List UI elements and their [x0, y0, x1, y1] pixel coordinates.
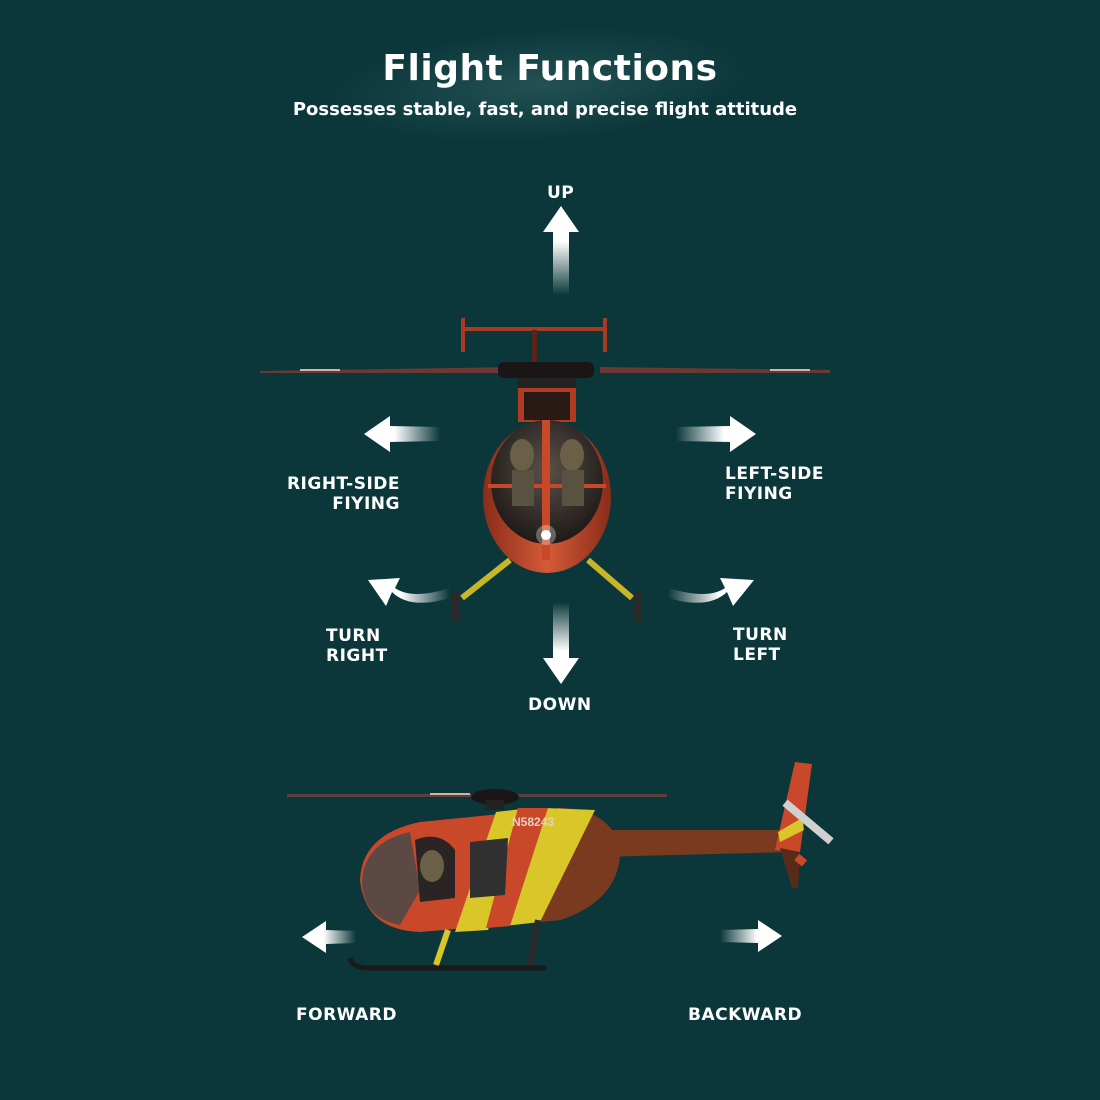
arrow-down-icon: [543, 602, 579, 684]
arrow-left-icon: [364, 416, 440, 452]
label-right-side-line1: RIGHT-SIDE: [286, 474, 400, 494]
label-backward: BACKWARD: [688, 1005, 803, 1025]
page-title: Flight Functions: [382, 48, 718, 89]
label-left-side-flying: LEFT-SIDE FIYING: [725, 464, 824, 504]
label-down: DOWN: [528, 695, 592, 715]
label-turn-left: TURN LEFT: [733, 625, 788, 665]
label-turn-right: TURN RIGHT: [326, 626, 388, 666]
arrow-up-icon: [543, 206, 579, 295]
label-right-side-flying: RIGHT-SIDE FIYING: [270, 474, 400, 514]
turn-right-arrow-icon: [368, 578, 450, 606]
label-turn-right-line2: RIGHT: [326, 646, 388, 666]
arrow-backward-icon: [720, 920, 782, 952]
label-left-side-line2: FIYING: [725, 484, 793, 504]
label-up: UP: [547, 183, 575, 203]
arrow-forward-icon: [302, 921, 356, 953]
label-turn-left-line2: LEFT: [733, 645, 781, 665]
registration-number: N58243: [512, 815, 554, 829]
page-subtitle: Possesses stable, fast, and precise flig…: [292, 99, 798, 120]
helicopter-side-view: N58243: [287, 762, 834, 971]
label-turn-left-line1: TURN: [733, 625, 788, 645]
label-left-side-line1: LEFT-SIDE: [725, 464, 825, 484]
arrow-right-icon: [676, 416, 756, 452]
helicopter-front-view: [260, 318, 830, 622]
label-right-side-line2: FIYING: [332, 494, 400, 514]
turn-left-arrow-icon: [668, 578, 754, 606]
label-turn-right-line1: TURN: [326, 626, 381, 646]
label-forward: FORWARD: [296, 1005, 398, 1025]
